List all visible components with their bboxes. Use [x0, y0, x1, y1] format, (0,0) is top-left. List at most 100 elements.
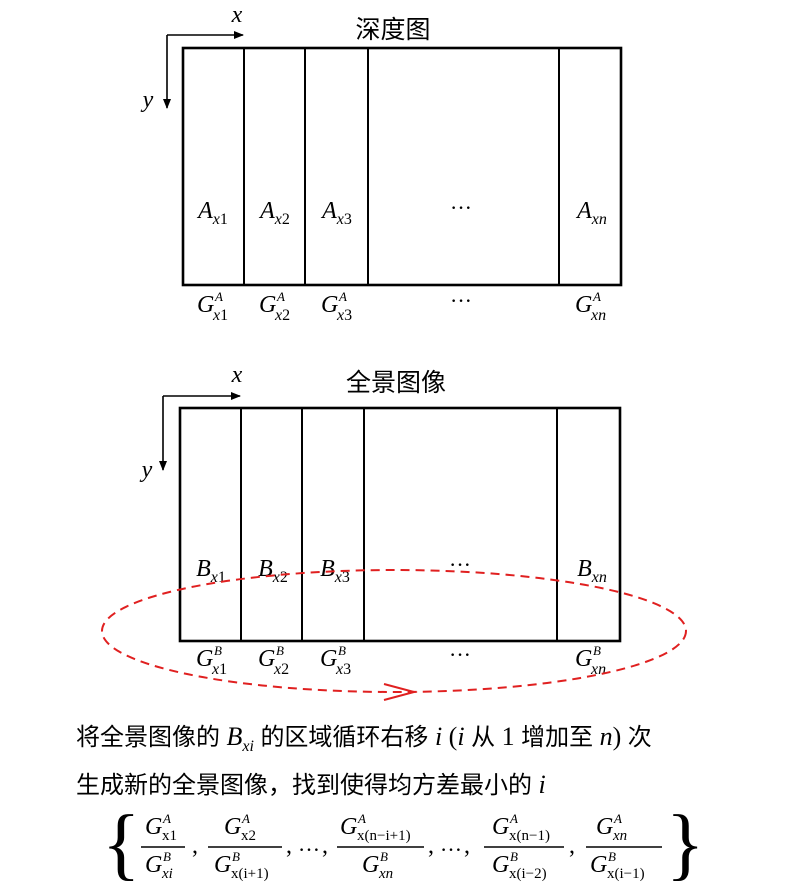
top-y-axis-label: y: [141, 87, 154, 113]
bottom-y-axis-label: y: [140, 457, 153, 483]
svg-text:A: A: [509, 811, 518, 826]
formula-comma: ,: [428, 833, 434, 859]
svg-text:x2: x2: [274, 307, 290, 324]
top-grad-label: G A x1: [197, 289, 228, 324]
svg-text:B: B: [232, 849, 240, 864]
top-grad-label: G A x2: [259, 289, 290, 324]
top-region-label: Ax2: [258, 198, 290, 228]
caption-line-1: 将全景图像的 Bxi 的区域循环右移 i (i 从 1 增加至 n) 次: [76, 718, 776, 766]
top-grad-label: G A x3: [321, 289, 352, 324]
svg-text:A: A: [357, 811, 366, 826]
bottom-region-label: Bx3: [320, 556, 350, 586]
svg-text:xn: xn: [612, 828, 627, 844]
svg-text:B: B: [338, 643, 346, 658]
top-axes: x y: [141, 2, 244, 113]
bottom-axes: x y: [140, 362, 243, 483]
formula-comma: ,: [464, 833, 470, 859]
formula-ellipsis: …: [298, 831, 320, 856]
caption-var-b-sub: xi: [242, 738, 254, 756]
formula-fraction: G A x1 G B xi: [141, 811, 185, 882]
formula-comma: ,: [322, 833, 328, 859]
svg-text:x1: x1: [211, 661, 227, 678]
caption-paren: (: [448, 722, 458, 751]
bottom-region-ellipsis: ···: [449, 552, 471, 577]
svg-text:G: G: [196, 646, 213, 672]
formula-ellipsis: …: [440, 831, 462, 856]
caption-number: 1: [501, 722, 515, 751]
svg-text:B: B: [380, 849, 388, 864]
svg-text:G: G: [214, 852, 231, 878]
svg-text:A: A: [338, 289, 347, 304]
formula-fraction: G A xn G B x(i−1): [586, 811, 662, 882]
svg-text:G: G: [590, 852, 607, 878]
bottom-image-frame: [178, 406, 622, 643]
caption-text: 从: [471, 723, 496, 751]
svg-text:xn: xn: [590, 307, 606, 324]
caption-text: 次: [627, 723, 652, 751]
bottom-x-axis-label: x: [231, 362, 243, 388]
svg-text:xn: xn: [378, 866, 393, 882]
svg-text:B: B: [510, 849, 518, 864]
bottom-panel-title: 全景图像: [346, 368, 446, 397]
svg-text:x(i+1): x(i+1): [231, 866, 269, 882]
bottom-region-label: Bx2: [258, 556, 288, 586]
svg-text:A: A: [214, 289, 223, 304]
svg-text:x3: x3: [335, 661, 351, 678]
bottom-region-label: Bxn: [577, 556, 607, 586]
formula-fraction: G A x(n−i+1) G B xn: [337, 811, 424, 882]
svg-text:B: B: [608, 849, 616, 864]
formula: { G A x1 G B xi , G A x2 G B x(i+1) , … …: [102, 800, 704, 888]
svg-text:G: G: [320, 646, 337, 672]
caption-var-b: B: [226, 722, 243, 751]
top-region-label: Ax1: [196, 198, 228, 228]
svg-text:x1: x1: [162, 828, 177, 844]
top-x-axis-label: x: [231, 2, 243, 28]
bottom-grad-label: G B x3: [320, 643, 351, 678]
caption-text: 的区域循环右移: [260, 723, 429, 751]
svg-text:G: G: [145, 814, 162, 840]
caption-var-n: n: [599, 722, 613, 751]
caption-var-i: i: [434, 722, 443, 751]
svg-text:G: G: [575, 292, 592, 318]
formula-left-brace: {: [102, 800, 140, 888]
svg-text:A: A: [241, 811, 250, 826]
svg-text:x1: x1: [212, 307, 228, 324]
top-region-label: Ax3: [320, 198, 352, 228]
svg-text:G: G: [596, 814, 613, 840]
top-panel: 深度图 x y Ax1 Ax2 Ax3 ··· Axn G A x1 G A x…: [141, 2, 623, 324]
bottom-grad-ellipsis: ···: [449, 642, 471, 667]
caption-text: 将全景图像的: [76, 723, 220, 751]
caption-var-i: i: [457, 722, 465, 751]
cyclic-shift-arrow-head: [383, 683, 418, 701]
bottom-grad-label: G B x1: [196, 643, 227, 678]
svg-text:G: G: [197, 292, 214, 318]
formula-comma: ,: [192, 833, 198, 859]
bottom-region-label: Bx1: [196, 556, 226, 586]
caption-paren: ): [612, 722, 622, 751]
top-grad-label: G A xn: [575, 289, 606, 324]
svg-text:x(i−2): x(i−2): [509, 866, 547, 882]
svg-text:x2: x2: [241, 828, 256, 844]
svg-text:x(i−1): x(i−1): [607, 866, 645, 882]
top-region-label: Axn: [575, 198, 607, 228]
svg-text:G: G: [492, 814, 509, 840]
svg-text:G: G: [492, 852, 509, 878]
svg-text:x(n−1): x(n−1): [509, 828, 550, 844]
svg-text:G: G: [224, 814, 241, 840]
formula-right-brace: }: [666, 800, 704, 888]
svg-text:G: G: [575, 646, 592, 672]
svg-text:A: A: [276, 289, 285, 304]
formula-comma: ,: [286, 833, 292, 859]
formula-comma: ,: [569, 833, 575, 859]
svg-text:A: A: [592, 289, 601, 304]
svg-text:G: G: [145, 852, 162, 878]
top-grad-ellipsis: ···: [450, 288, 472, 313]
svg-text:G: G: [321, 292, 338, 318]
svg-text:A: A: [613, 811, 622, 826]
svg-text:x2: x2: [273, 661, 289, 678]
svg-text:B: B: [214, 643, 222, 658]
caption-text: 生成新的全景图像，找到使得均方差最小的: [76, 771, 532, 800]
caption: 将全景图像的 Bxi 的区域循环右移 i (i 从 1 增加至 n) 次 生成新…: [76, 718, 776, 804]
svg-text:G: G: [258, 646, 275, 672]
